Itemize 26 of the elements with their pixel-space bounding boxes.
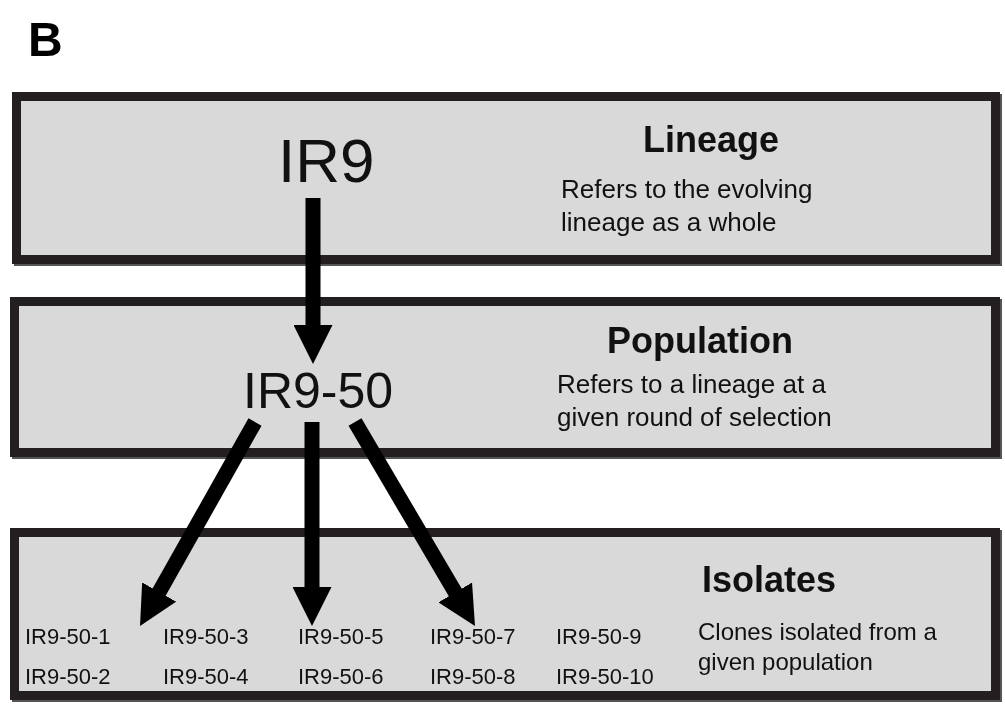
band-heading: Isolates [702,559,837,601]
isolate-label: IR9-50-7 [430,624,516,650]
isolate-label: IR9-50-10 [556,664,654,690]
isolate-label: IR9-50-9 [556,624,642,650]
strain-label: IR9 [278,125,375,196]
arrow [348,418,475,626]
isolate-label: IR9-50-2 [25,664,111,690]
panel-letter: B [28,12,63,67]
isolate-label: IR9-50-4 [163,664,249,690]
isolate-label: IR9-50-6 [298,664,384,690]
arrow [292,422,332,626]
arrow [140,418,262,626]
isolate-label: IR9-50-8 [430,664,516,690]
band-description: Refers to the evolving lineage as a whole [561,173,814,238]
band-heading: Population [607,320,793,362]
band-description: Clones isolated from a given population [698,617,938,677]
strain-label: IR9-50 [243,362,394,420]
isolate-label: IR9-50-5 [298,624,384,650]
band-description: Refers to a lineage at a given round of selection [557,368,833,433]
layer-band [12,92,1000,264]
layer-band [10,297,1000,457]
band-heading: Lineage [643,119,780,161]
isolate-label: IR9-50-3 [163,624,249,650]
arrow [293,198,333,364]
isolate-label: IR9-50-1 [25,624,111,650]
layer-band [10,528,1000,700]
